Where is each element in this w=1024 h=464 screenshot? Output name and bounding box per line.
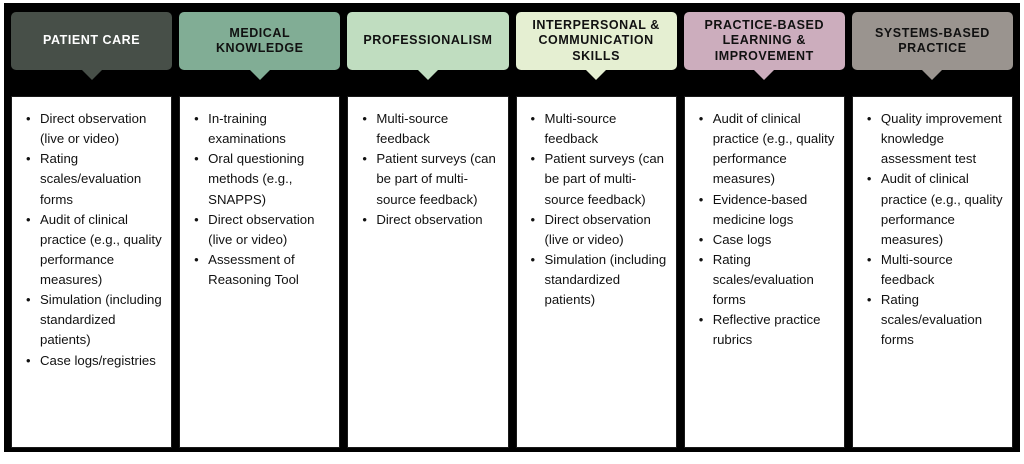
triangle-down-icon [248, 69, 271, 80]
column-body-practice-based-learning-improvement: Audit of clinical practice (e.g., qualit… [683, 96, 845, 448]
column-header-label: INTERPERSONAL & COMMUNICATION SKILLS [532, 18, 660, 63]
assessment-method-list: Multi-source feedbackPatient surveys (ca… [352, 109, 498, 230]
competency-column-practice-based-learning-improvement: PRACTICE-BASED LEARNING & IMPROVEMENT Aud… [683, 12, 845, 448]
list-item: Quality improvement knowledge assessment… [867, 109, 1003, 169]
list-item: Patient surveys (can be part of multi-so… [530, 149, 667, 209]
competency-columns: PATIENT CARE Direct observation (live or … [4, 3, 1020, 452]
column-header-label: PATIENT CARE [43, 33, 141, 48]
column-body-medical-knowledge: In-training examinationsOral questioning… [179, 96, 341, 448]
column-header-medical-knowledge[interactable]: MEDICAL KNOWLEDGE [179, 12, 341, 80]
column-body-systems-based-practice: Quality improvement knowledge assessment… [851, 96, 1014, 448]
list-item: Direct observation [362, 210, 498, 230]
list-item: Direct observation (live or video) [26, 109, 162, 149]
column-header-professionalism[interactable]: PROFESSIONALISM [347, 12, 509, 80]
column-body-professionalism: Multi-source feedbackPatient surveys (ca… [347, 96, 509, 448]
list-item: Reflective practice rubrics [699, 310, 835, 350]
triangle-down-icon [753, 69, 776, 80]
column-header-practice-based-learning-improvement[interactable]: PRACTICE-BASED LEARNING & IMPROVEMENT [683, 12, 845, 80]
list-item: Patient surveys (can be part of multi-so… [362, 149, 498, 209]
list-item: Audit of clinical practice (e.g., qualit… [867, 169, 1003, 250]
column-header-label: MEDICAL KNOWLEDGE [215, 25, 304, 55]
list-item: In-training examinations [194, 109, 330, 149]
list-item: Direct observation (live or video) [194, 210, 330, 250]
column-body-interpersonal-communication-skills: Multi-source feedbackPatient surveys (ca… [515, 96, 677, 448]
assessment-method-list: Audit of clinical practice (e.g., qualit… [689, 109, 835, 351]
triangle-down-icon [80, 69, 103, 80]
list-item: Multi-source feedback [867, 250, 1003, 290]
list-item: Direct observation (live or video) [530, 210, 667, 250]
column-header-label: PROFESSIONALISM [363, 33, 493, 48]
list-item: Case logs/registries [26, 351, 162, 371]
list-item: Multi-source feedback [362, 109, 498, 149]
list-item: Case logs [699, 230, 835, 250]
list-item: Rating scales/evaluation forms [867, 290, 1003, 350]
list-item: Assessment of Reasoning Tool [194, 250, 330, 290]
competency-column-interpersonal-communication-skills: INTERPERSONAL & COMMUNICATION SKILLS Mult… [515, 12, 677, 448]
list-item: Audit of clinical practice (e.g., qualit… [699, 109, 835, 190]
list-item: Multi-source feedback [530, 109, 667, 149]
list-item: Evidence-based medicine logs [699, 190, 835, 230]
assessment-method-list: Direct observation (live or video)Rating… [16, 109, 162, 371]
list-item: Simulation (including standardized patie… [530, 250, 667, 310]
list-item: Rating scales/evaluation forms [26, 149, 162, 209]
column-header-label: SYSTEMS-BASED PRACTICE [875, 25, 990, 55]
competency-column-medical-knowledge: MEDICAL KNOWLEDGE In-training examination… [179, 12, 341, 448]
column-header-label: PRACTICE-BASED LEARNING & IMPROVEMENT [704, 18, 825, 63]
column-header-interpersonal-communication-skills[interactable]: INTERPERSONAL & COMMUNICATION SKILLS [515, 12, 677, 80]
column-body-patient-care: Direct observation (live or video)Rating… [11, 96, 173, 448]
list-item: Rating scales/evaluation forms [699, 250, 835, 310]
list-item: Simulation (including standardized patie… [26, 290, 162, 350]
list-item: Audit of clinical practice (e.g., qualit… [26, 210, 162, 291]
triangle-down-icon [585, 69, 608, 80]
competency-column-professionalism: PROFESSIONALISM Multi-source feedbackPati… [347, 12, 509, 448]
column-header-patient-care[interactable]: PATIENT CARE [11, 12, 173, 80]
column-header-systems-based-practice[interactable]: SYSTEMS-BASED PRACTICE [851, 12, 1014, 80]
list-item: Oral questioning methods (e.g., SNAPPS) [194, 149, 330, 209]
triangle-down-icon [921, 69, 944, 80]
triangle-down-icon [416, 69, 439, 80]
assessment-method-list: Quality improvement knowledge assessment… [857, 109, 1003, 351]
competency-column-patient-care: PATIENT CARE Direct observation (live or … [11, 12, 173, 448]
assessment-method-list: In-training examinationsOral questioning… [184, 109, 330, 290]
competency-column-systems-based-practice: SYSTEMS-BASED PRACTICE Quality improvemen… [851, 12, 1014, 448]
assessment-method-list: Multi-source feedbackPatient surveys (ca… [521, 109, 667, 310]
